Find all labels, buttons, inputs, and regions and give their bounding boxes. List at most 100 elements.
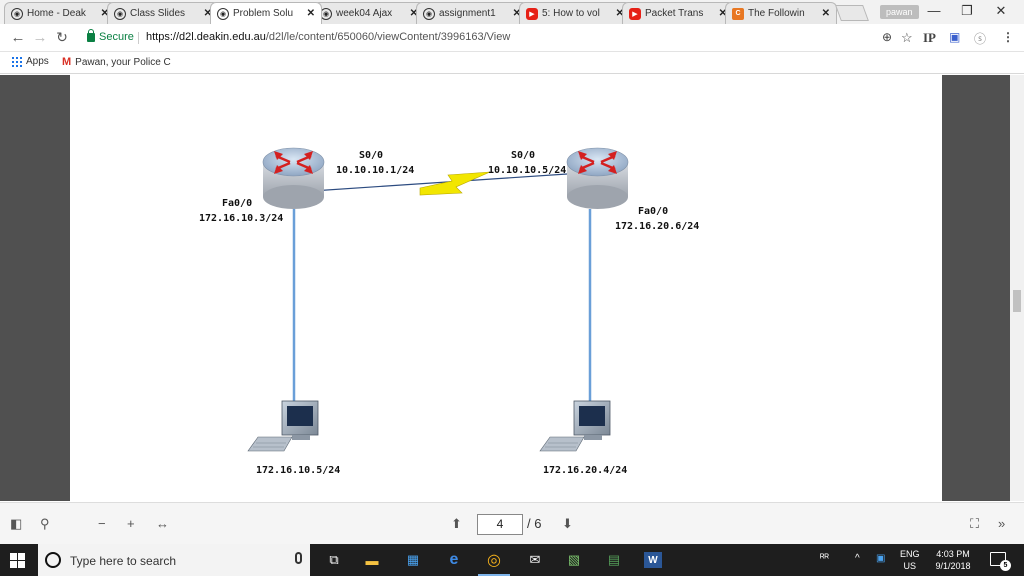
browser-toolbar: ← → ↻ Secure https://d2l.deakin.edu.au/d… [0, 24, 1024, 52]
extension-box-icon[interactable]: ▣ [949, 30, 961, 44]
close-window-button[interactable]: ✕ [995, 3, 1007, 18]
tab-chegg-following[interactable]: C The Followin ✕ [725, 2, 837, 24]
scrollbar-thumb[interactable] [1013, 290, 1021, 312]
zoom-in-icon[interactable]: + [127, 516, 135, 531]
right-fa-interface-label: Fa0/0 [638, 206, 668, 217]
clock-time: 4:03 PM [936, 549, 970, 559]
tab-home-deakin[interactable]: ◉ Home - Deak ✕ [4, 2, 116, 24]
url-path: /d2l/le/content/650060/viewContent/39961… [265, 31, 511, 43]
network-topology-diagram: S0/0 10.10.10.1/24 S0/0 10.10.10.5/24 Fa… [199, 147, 699, 476]
chrome-icon[interactable]: ◎ [478, 550, 510, 576]
file-explorer-icon[interactable]: ▬ [365, 552, 379, 568]
site-favicon-icon: ◉ [114, 7, 126, 20]
right-serial-interface-label: S0/0 [511, 150, 535, 161]
restore-button[interactable]: ❐ [961, 3, 973, 18]
extension-s-icon[interactable]: ⓢ [974, 32, 987, 46]
task-view-icon[interactable]: ⧉ [329, 552, 339, 567]
input-language-indicator[interactable]: ENG US [900, 548, 920, 572]
secure-label: Secure [99, 31, 134, 43]
pc-left-ip-label: 172.16.10.5/24 [256, 465, 340, 476]
show-hidden-icons-chevron-icon[interactable]: ^ [855, 553, 860, 564]
ip-extension-icon[interactable]: IP [923, 30, 936, 45]
serial-link-line [311, 173, 568, 192]
action-center-icon[interactable]: 5 [990, 552, 1011, 571]
site-favicon-icon: ◉ [423, 7, 435, 20]
pdf-toolbar: ◧ ⚲ − + ↔ ⬆ 4 / 6 ⬇ ⛶ » [0, 502, 1024, 544]
url-host: https://d2l.deakin.edu.au [146, 31, 266, 43]
tab-title: Home - Deak [27, 8, 86, 19]
bookmark-gmail-police[interactable]: M Pawan, your Police C [62, 56, 171, 68]
lock-icon [87, 29, 95, 42]
tab-close-icon[interactable]: ✕ [821, 8, 830, 19]
left-fa-ip-label: 172.16.10.3/24 [199, 213, 283, 224]
tab-close-icon[interactable]: ✕ [306, 8, 315, 19]
store-icon[interactable]: ▦ [406, 552, 420, 567]
back-arrow-icon[interactable]: ← [10, 29, 26, 46]
word-icon[interactable]: W [644, 552, 662, 568]
taskbar-search-box[interactable]: Type here to search [38, 544, 310, 576]
tab-close-icon[interactable]: ✕ [615, 8, 624, 19]
bookmark-star-icon[interactable]: ☆ [901, 30, 913, 45]
pdf-viewer: S0/0 10.10.10.1/24 S0/0 10.10.10.5/24 Fa… [0, 75, 1024, 501]
chegg-icon: C [732, 7, 744, 20]
viewer-scrollbar[interactable] [1010, 75, 1024, 501]
tab-close-icon[interactable]: ✕ [409, 8, 418, 19]
router-left-icon[interactable] [262, 147, 325, 209]
tab-problem-solution[interactable]: ◉ Problem Solu ✕ [210, 2, 322, 24]
apps-grid-icon [12, 56, 22, 67]
pc-left-icon[interactable] [247, 400, 319, 452]
app-green-icon[interactable]: ▧ [567, 552, 581, 567]
tab-close-icon[interactable]: ✕ [718, 8, 727, 19]
zoom-icon[interactable]: ⊕ [882, 30, 893, 44]
bookmark-apps[interactable]: Apps [12, 56, 49, 67]
zoom-out-icon[interactable]: − [98, 516, 106, 531]
new-tab-button[interactable] [835, 5, 869, 21]
address-divider [138, 32, 139, 44]
tab-close-icon[interactable]: ✕ [203, 8, 212, 19]
youtube-icon: ▶ [526, 7, 538, 20]
tab-packet-tracer[interactable]: ▶ Packet Trans ✕ [622, 2, 734, 24]
tab-close-icon[interactable]: ✕ [512, 8, 521, 19]
fullscreen-icon[interactable]: ⛶ [970, 516, 980, 531]
people-icon[interactable]: ᴿᴿ [820, 553, 830, 564]
tab-youtube-how-to[interactable]: ▶ 5: How to vol ✕ [519, 2, 631, 24]
more-tools-icon[interactable]: » [998, 516, 1006, 531]
router-right-icon[interactable] [566, 147, 629, 209]
right-serial-ip-label: 10.10.10.5/24 [488, 165, 566, 176]
cortana-icon [45, 552, 61, 568]
next-page-icon[interactable]: ⬇ [562, 516, 573, 531]
sidebar-toggle-icon[interactable]: ◧ [10, 516, 23, 531]
tab-assignment1[interactable]: ◉ assignment1 ✕ [416, 2, 528, 24]
mail-icon[interactable]: ✉ [529, 552, 541, 567]
reload-icon[interactable]: ↻ [56, 29, 68, 45]
pc-right-icon[interactable] [539, 400, 611, 452]
tab-week04-ajax[interactable]: ◉ week04 Ajax ✕ [313, 2, 425, 24]
edge-icon[interactable]: e [449, 551, 459, 568]
previous-page-icon[interactable]: ⬆ [451, 516, 462, 531]
left-serial-ip-label: 10.10.10.1/24 [336, 165, 414, 176]
site-favicon-icon: ◉ [11, 7, 23, 20]
region-label: US [903, 561, 917, 571]
search-placeholder: Type here to search [70, 554, 177, 568]
tab-class-slides[interactable]: ◉ Class Slides ✕ [107, 2, 219, 24]
pc-right-ip-label: 172.16.20.4/24 [543, 465, 627, 476]
minimize-button[interactable]: — [927, 3, 941, 18]
search-icon[interactable]: ⚲ [40, 516, 50, 531]
tab-close-icon[interactable]: ✕ [100, 8, 109, 19]
clock-date: 9/1/2018 [935, 561, 971, 571]
forward-arrow-icon[interactable]: → [32, 29, 48, 46]
fit-width-icon[interactable]: ↔ [156, 516, 169, 531]
page-number-input[interactable]: 4 [477, 514, 523, 535]
serial-lightning-icon [419, 171, 491, 196]
pdf-page: S0/0 10.10.10.1/24 S0/0 10.10.10.5/24 Fa… [70, 75, 942, 501]
tab-title: Class Slides [130, 8, 186, 19]
tray-app-icon[interactable]: ▣ [876, 553, 886, 564]
app-pc-icon[interactable]: ▤ [607, 552, 621, 567]
windows-start-icon[interactable] [10, 553, 25, 568]
microphone-icon[interactable] [295, 552, 302, 564]
right-fa-ip-label: 172.16.20.6/24 [615, 221, 699, 232]
address-bar[interactable]: https://d2l.deakin.edu.au/d2l/le/content… [146, 31, 510, 43]
profile-button[interactable]: pawan [880, 5, 919, 19]
menu-kebab-icon[interactable]: ⋮ [1002, 30, 1014, 44]
taskbar-clock[interactable]: 4:03 PM 9/1/2018 [930, 548, 976, 572]
